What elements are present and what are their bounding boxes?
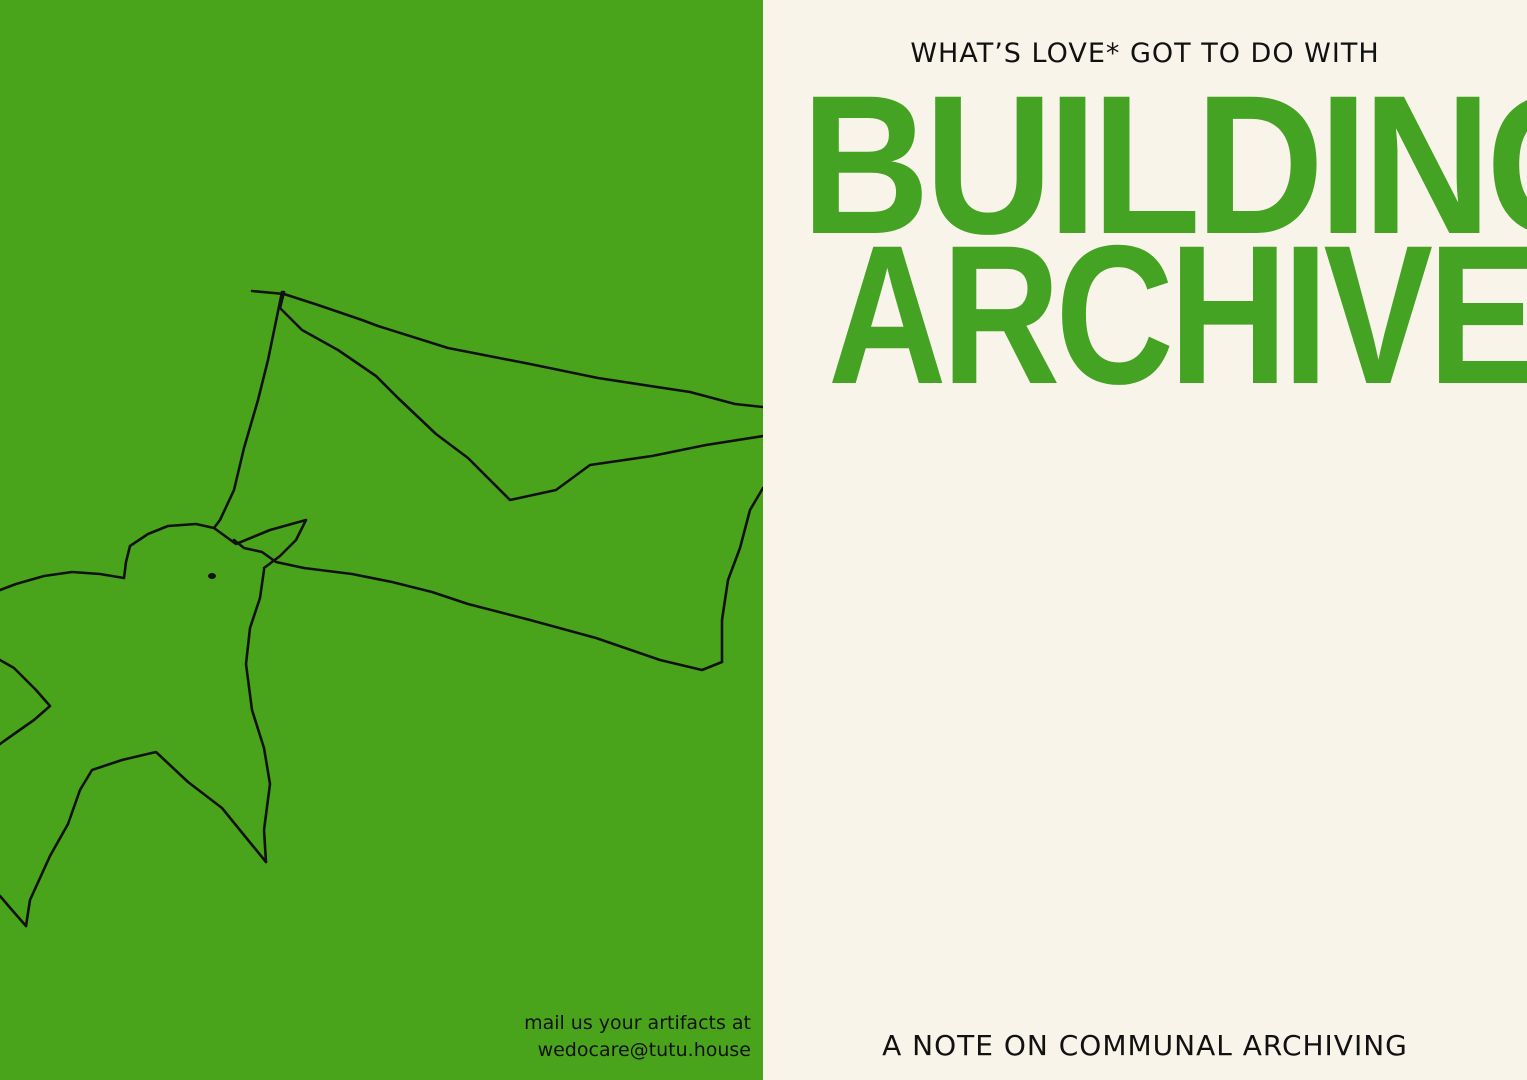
beak-top: [212, 518, 308, 570]
upper-wing-front-edge: [212, 290, 284, 530]
bird-line-drawing-icon: [0, 289, 763, 928]
kicker-text: WHAT’S LOVE* GOT TO DO WITH: [910, 38, 1380, 69]
bird-eye: [208, 573, 216, 579]
lower-wing-tip: [720, 486, 763, 664]
mail-note-email: wedocare@tutu.house: [537, 1039, 751, 1061]
body-right-side: [244, 568, 272, 864]
tail-left: [0, 894, 28, 928]
body-lower-right: [24, 750, 268, 928]
mail-note: mail us your artifacts at wedocare@tutu.…: [524, 1010, 751, 1064]
subtitle-text: A NOTE ON COMMUNAL ARCHIVING: [882, 1029, 1408, 1062]
mail-note-line1: mail us your artifacts at: [524, 1012, 751, 1034]
right-page: WHAT’S LOVE* GOT TO DO WITH BUILDING ARC…: [763, 0, 1527, 1080]
left-page: mail us your artifacts at wedocare@tutu.…: [0, 0, 763, 1080]
beak-bottom: [232, 538, 306, 570]
head-outline: [122, 522, 216, 580]
lower-wing-upper-edge: [302, 566, 724, 672]
headline-archives: ARCHIVES: [827, 204, 1527, 425]
left-wing-edge: [0, 570, 126, 592]
upper-wing-lower-edge: [278, 290, 763, 502]
headline-building: BUILDING: [801, 54, 1527, 275]
tail-upper: [0, 658, 52, 746]
upper-wing-outline: [250, 289, 763, 409]
